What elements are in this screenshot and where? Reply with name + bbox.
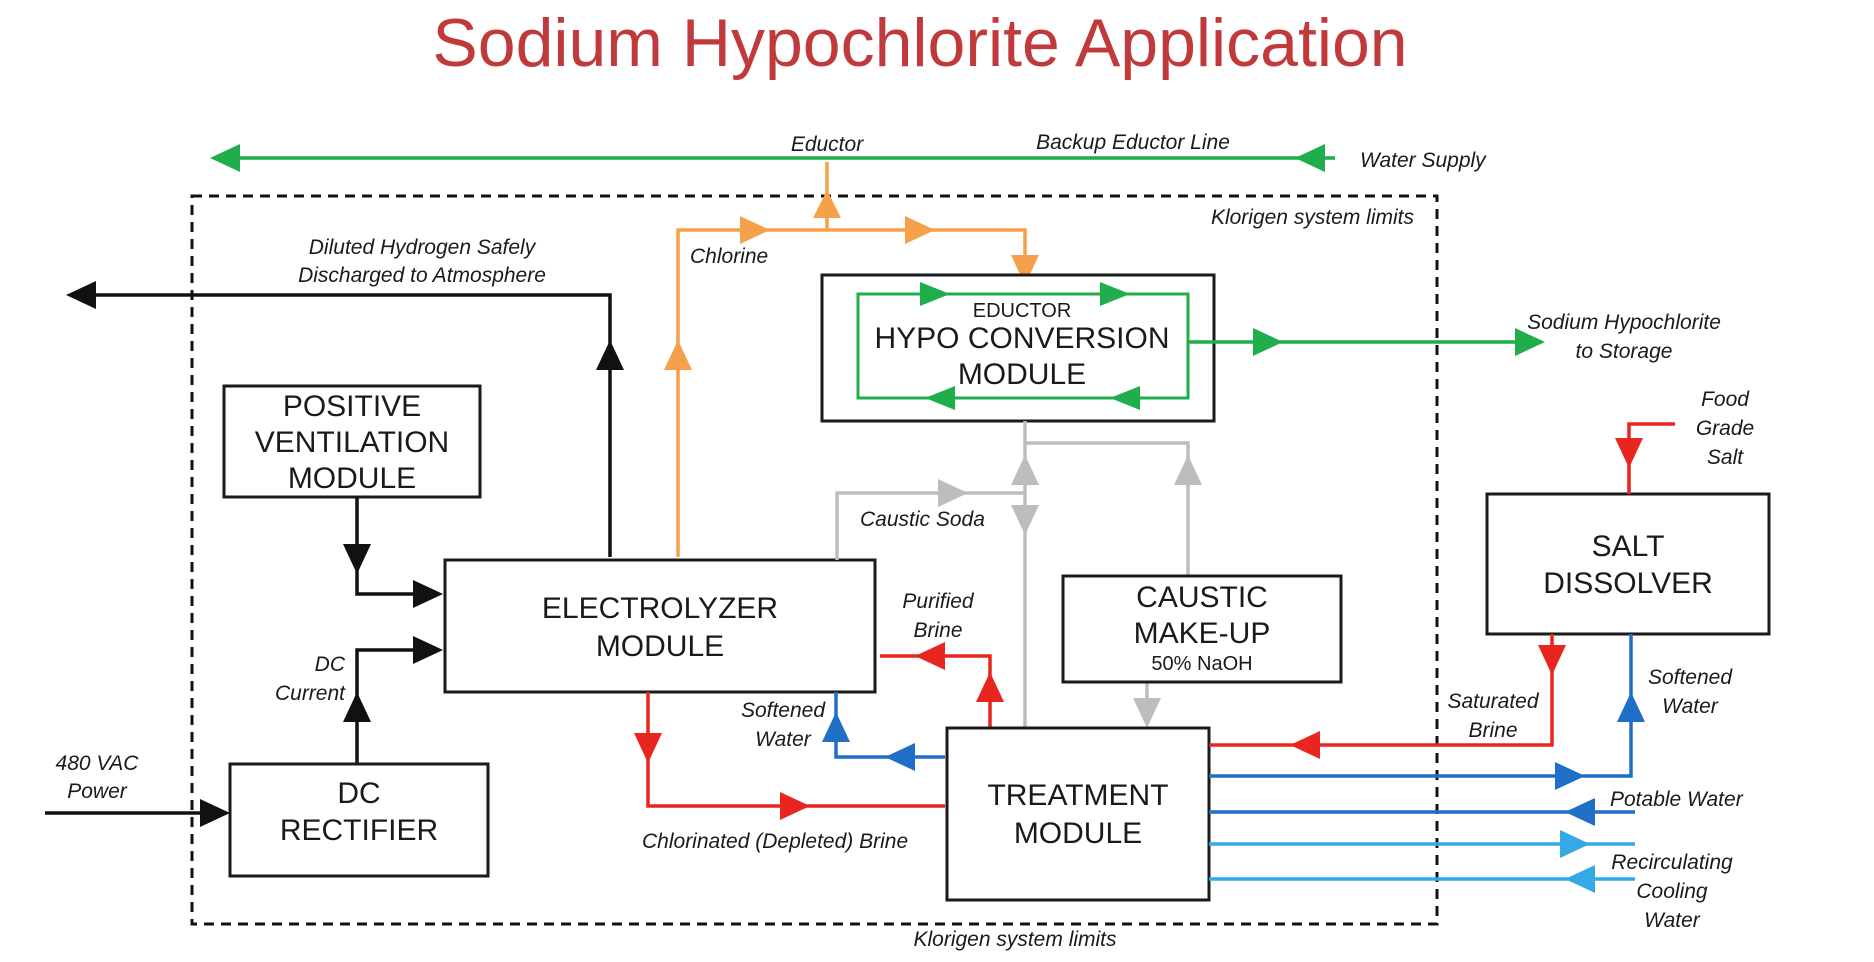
purified-brine-line	[880, 642, 1004, 728]
eductor-tag: EDUCTOR	[973, 300, 1072, 322]
dc-current-label-1: DC	[315, 653, 346, 676]
caustic-soda-lines	[835, 421, 1202, 728]
salt-dissolver-line-1: SALT	[1592, 530, 1665, 563]
treatment-line-2: MODULE	[1014, 817, 1142, 850]
electrolyzer-line-2: MODULE	[596, 630, 724, 663]
chlorine-line	[664, 162, 1039, 557]
system-limits-label-bottom: Klorigen system limits	[913, 928, 1117, 951]
saturated-brine-line	[1209, 634, 1566, 759]
treatment-line-1: TREATMENT	[987, 779, 1168, 812]
chlorinated-brine-line	[634, 692, 945, 820]
positive-ventilation-line-2: VENTILATION	[255, 426, 449, 459]
treatment-module	[945, 726, 1211, 902]
potable-water-label: Potable Water	[1610, 788, 1744, 811]
sodium-hypochlorite-label-2: to Storage	[1576, 340, 1673, 363]
food-grade-salt-label-3: Salt	[1707, 446, 1744, 469]
salt-dissolver	[1485, 492, 1771, 636]
page-title: Sodium Hypochlorite Application	[432, 5, 1407, 81]
eductor-label: Eductor	[791, 133, 864, 156]
caustic-makeup-module	[1061, 574, 1343, 684]
purified-brine-label-2: Brine	[913, 619, 962, 642]
eductor-recirculation-loop	[856, 282, 1190, 410]
softened-water-dissolver-line	[1209, 634, 1645, 790]
ventilation-air-line	[343, 497, 443, 608]
softened-water-right-label-1: Softened	[1648, 666, 1733, 689]
diluted-hydrogen-label-2: Discharged to Atmosphere	[298, 264, 546, 287]
hypo-conversion-line-1: HYPO CONVERSION	[874, 322, 1169, 355]
water-supply-label: Water Supply	[1360, 149, 1487, 172]
backup-eductor-line-label: Backup Eductor Line	[1036, 131, 1230, 154]
cooling-water-label-3: Water	[1644, 909, 1701, 932]
food-grade-salt-label-2: Grade	[1696, 417, 1754, 440]
electrolyzer-line-1: ELECTROLYZER	[542, 592, 778, 625]
chlorine-label: Chlorine	[690, 245, 768, 268]
dc-rectifier-line-2: RECTIFIER	[280, 814, 438, 847]
caustic-soda-label: Caustic Soda	[860, 508, 985, 531]
power-480vac-label-2: Power	[67, 780, 128, 803]
purified-brine-label-1: Purified	[902, 590, 975, 613]
chlorinated-brine-label: Chlorinated (Depleted) Brine	[642, 830, 908, 853]
dc-current-line	[343, 636, 443, 764]
hypo-conversion-line-2: MODULE	[958, 358, 1086, 391]
caustic-makeup-line-1: CAUSTIC	[1136, 581, 1268, 614]
system-limits-label-top: Klorigen system limits	[1211, 206, 1415, 229]
cooling-water-label-2: Cooling	[1636, 880, 1708, 903]
backup-eductor-line	[210, 144, 1335, 172]
positive-ventilation-module	[222, 384, 482, 499]
power-480vac-label-1: 480 VAC	[56, 752, 140, 775]
caustic-makeup-sub: 50% NaOH	[1151, 653, 1252, 675]
potable-water-line	[1209, 798, 1635, 826]
power-input-line	[45, 799, 230, 827]
food-grade-salt-line	[1615, 422, 1675, 494]
dc-current-label-2: Current	[275, 682, 346, 705]
caustic-makeup-line-2: MAKE-UP	[1134, 617, 1271, 650]
softened-water-right-label-2: Water	[1662, 695, 1719, 718]
softened-water-left-label-2: Water	[755, 728, 812, 751]
positive-ventilation-line-1: POSITIVE	[283, 390, 421, 423]
hypochlorite-storage-line	[1188, 328, 1545, 356]
hydrogen-vent-line	[66, 281, 624, 557]
saturated-brine-label-1: Saturated	[1447, 690, 1539, 713]
cooling-water-lines	[1209, 830, 1635, 893]
cooling-water-label-1: Recirculating	[1611, 851, 1733, 874]
dc-rectifier	[228, 762, 490, 878]
positive-ventilation-line-3: MODULE	[288, 462, 416, 495]
sodium-hypochlorite-label-1: Sodium Hypochlorite	[1527, 311, 1721, 334]
electrolyzer-module	[443, 558, 877, 694]
diluted-hydrogen-label-1: Diluted Hydrogen Safely	[309, 236, 537, 259]
saturated-brine-label-2: Brine	[1468, 719, 1517, 742]
salt-dissolver-line-2: DISSOLVER	[1543, 567, 1713, 600]
dc-rectifier-line-1: DC	[337, 777, 380, 810]
food-grade-salt-label-1: Food	[1701, 388, 1750, 411]
softened-water-electrolyzer-line	[822, 692, 945, 771]
softened-water-left-label-1: Softened	[741, 699, 826, 722]
